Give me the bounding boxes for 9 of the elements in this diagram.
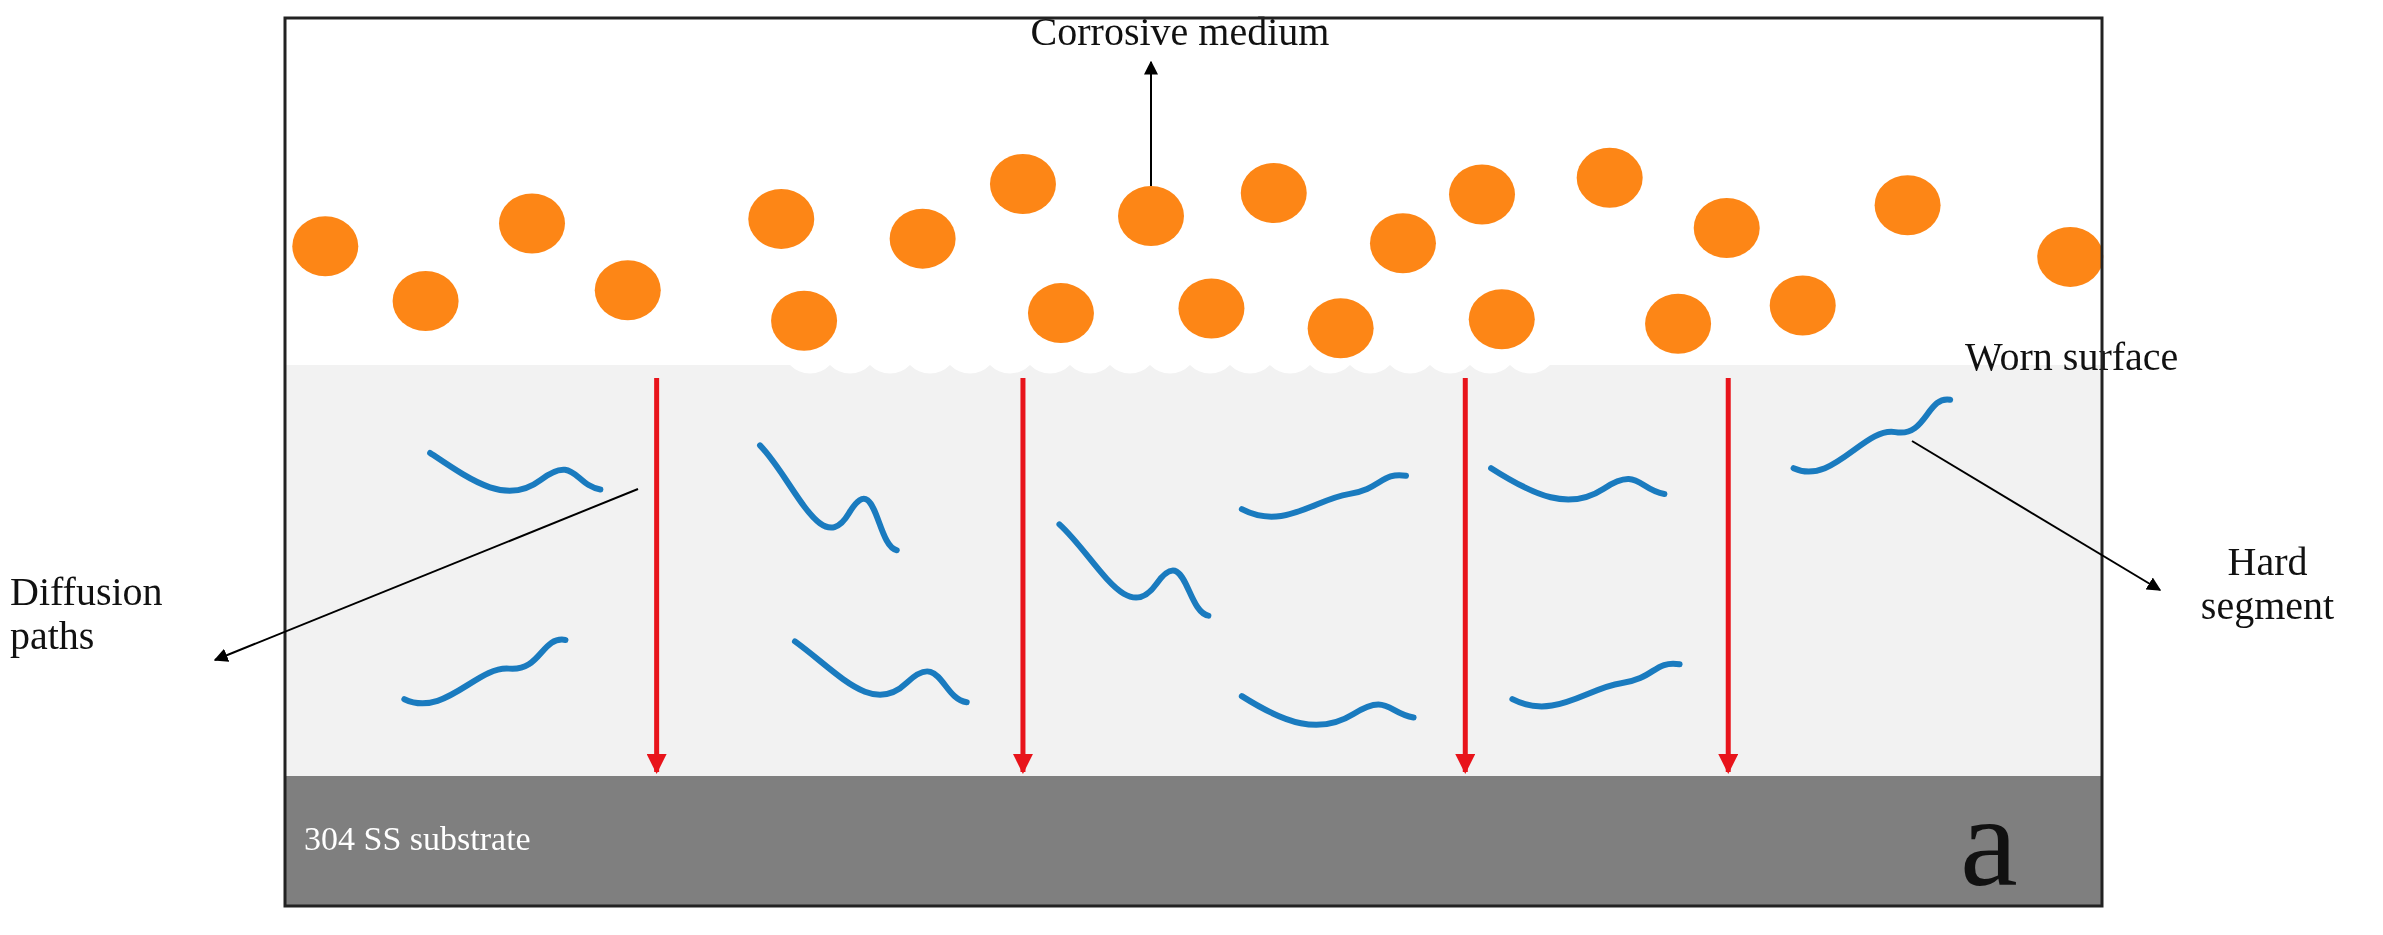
substrate-label: 304 SS substrate [304,820,531,858]
caption-text: Diffusion paths [10,570,215,685]
panel-letter: a [1960,770,2018,913]
leader-line [213,488,639,662]
substrate-band [286,776,2102,906]
caption-text: Corrosive medium [960,10,1400,60]
leader-arrow [1911,440,2162,591]
caption-text: Hard segment [2160,540,2375,655]
leader-arrow [1144,60,1158,187]
